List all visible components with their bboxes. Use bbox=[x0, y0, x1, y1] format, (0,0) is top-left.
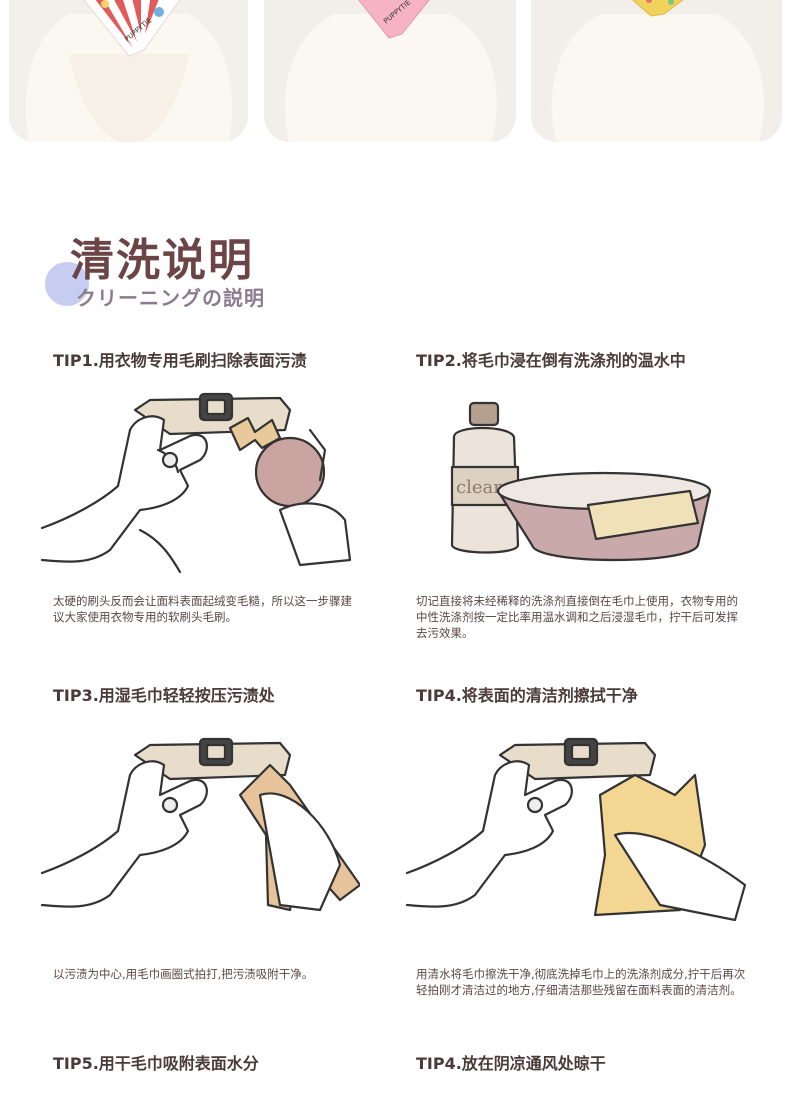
product-photo-pink-bandana: PUPPYTIE bbox=[264, 0, 516, 142]
title-accent-circle bbox=[45, 262, 89, 306]
tip2-heading: TIP2.将毛巾浸在倒有洗涤剂的温水中 bbox=[416, 351, 686, 370]
illustration-hand-wiping-towel bbox=[405, 735, 750, 930]
tip1-heading: TIP1.用衣物专用毛刷扫除表面污渍 bbox=[53, 351, 307, 370]
illustration-hand-brushing-collar bbox=[40, 390, 360, 580]
product-photo-yellow-bandana bbox=[531, 0, 782, 142]
tip4-heading: TIP4.将表面的清洁剂擦拭干净 bbox=[416, 686, 638, 705]
tip5-heading: TIP5.用干毛巾吸附表面水分 bbox=[53, 1054, 259, 1073]
tip4-description: 用清水将毛巾擦洗干净,彻底洗掉毛巾上的洗涤剂成分,拧干后再次轻拍刚才清洁过的地方… bbox=[416, 967, 746, 997]
tip3-description: 以污渍为中心,用毛巾画圈式拍打,把污渍吸附干净。 bbox=[53, 967, 314, 981]
tip3-heading: TIP3.用湿毛巾轻轻按压污渍处 bbox=[53, 686, 275, 705]
product-photo-striped-bandana: PUPPYTIE bbox=[9, 0, 248, 142]
tip1-description: 太硬的刷头反而会让面料表面起绒变毛糙，所以这一步骤建议大家使用衣物专用的软刷头毛… bbox=[53, 594, 352, 624]
page-title: 清洗说明 bbox=[70, 235, 254, 286]
illustration-hand-pressing-towel bbox=[40, 735, 360, 930]
tip2-description: 切记直接将未经稀释的洗涤剂直接倒在毛巾上使用，衣物专用的中性洗涤剂按一定比率用温… bbox=[416, 594, 738, 640]
page-subtitle: クリーニングの説明 bbox=[76, 286, 265, 310]
illustration-detergent-basin: clear bbox=[440, 395, 725, 570]
bottle-label-text: clear bbox=[456, 477, 502, 498]
tip6-heading: TIP4.放在阴凉通风处晾干 bbox=[416, 1054, 606, 1073]
